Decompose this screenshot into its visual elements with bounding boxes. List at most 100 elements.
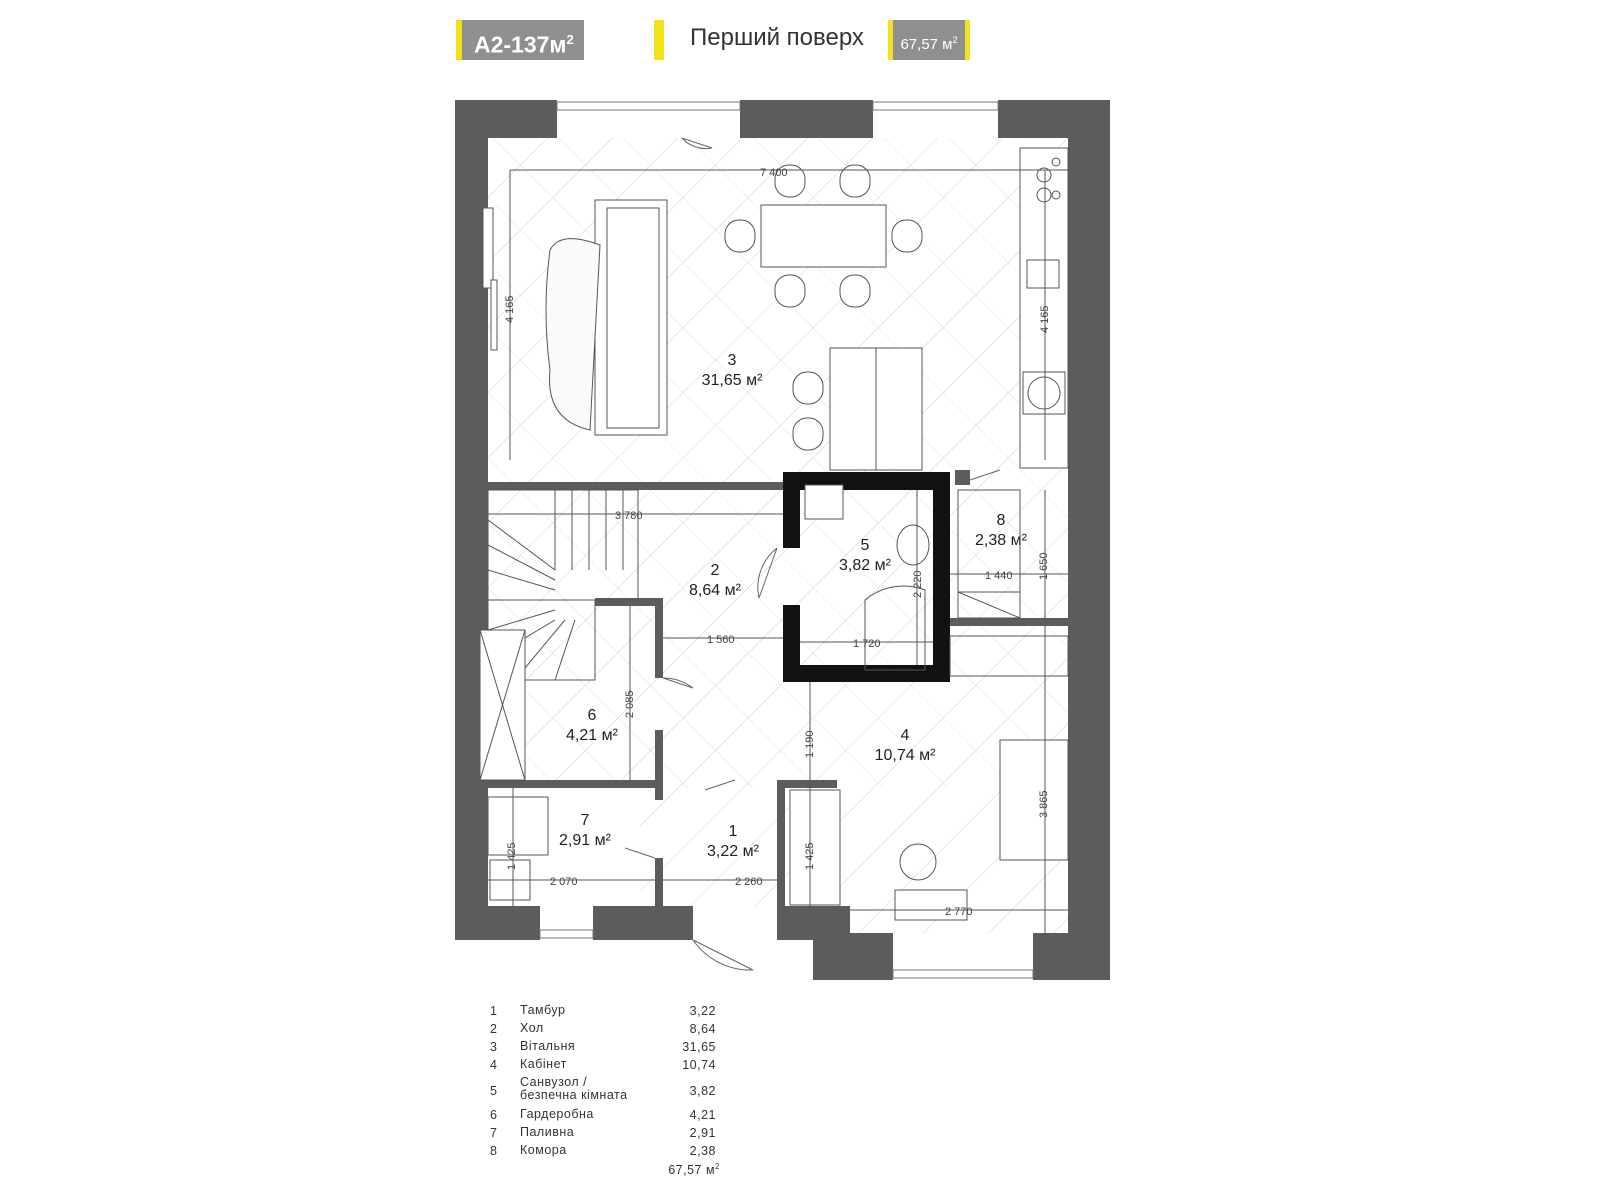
vestibule-closet [789,789,841,906]
wall-bottom-left [455,906,540,940]
wall-wardrobe-right-top [655,598,663,678]
legend-name: Паливна [520,1125,575,1139]
wall-vestibule-top [777,780,837,788]
tv-screen [490,279,498,351]
wall-living-hall [488,482,783,490]
legend-total-value: 67,57 м [668,1163,716,1178]
chair-3 [774,164,806,198]
wall-stub-pantry [955,470,970,485]
legend-total: 67,57 м2 [640,1162,720,1177]
legend-value: 2,91 [689,1126,716,1140]
legend-name: Комора [520,1143,567,1157]
shower [864,585,926,671]
legend-name: Вітальня [520,1039,576,1053]
dim-study-height: 3 865 [1038,790,1050,818]
legend-row-1: 1 Тамбур 3,22 [490,1004,730,1022]
legend-value: 4,21 [689,1108,716,1122]
windows [539,101,1034,979]
bath-sink [804,484,844,520]
interior-walls [488,470,1068,910]
rug [545,238,601,431]
dim-study-width: 2 770 [945,906,973,918]
legend-name: Санвузол / безпечна кімната [520,1075,628,1102]
room-8-area: 2,38 м² [975,532,1028,549]
legend-row-3: 3 Вітальня 31,65 [490,1040,730,1058]
room-3-number: 3 [728,352,737,369]
floor-area-badge: 67,57 м2 [888,20,970,60]
legend-num: 3 [490,1040,498,1054]
yellow-marker [654,20,664,60]
legend-row-8: 8 Комора 2,38 [490,1144,730,1162]
plan-header: А2-137м2 Перший поверх 67,57 м2 [0,0,1600,90]
door-entrance [692,939,754,971]
dim-living-width: 7 400 [760,167,788,179]
toilet [896,524,930,566]
room-legend: 1 Тамбур 3,22 2 Хол 8,64 3 Вітальня 31,6… [490,1004,730,1180]
kitchen-counter [1019,147,1069,469]
floor-plan: 7 400 4 165 4 165 3 780 1 560 1 720 2 22… [455,100,1110,980]
study-desk [894,889,968,921]
dim-pantry-width: 1 440 [985,570,1013,582]
dimension-labels: 7 400 4 165 4 165 3 780 1 560 1 720 2 22… [504,167,1051,918]
door-bath [757,547,778,599]
chair-1 [724,219,756,253]
pantry-rack [949,635,1069,677]
room-7-area: 2,91 м² [559,832,612,849]
dim-wardrobe-height: 2 085 [624,690,636,718]
boiler [487,796,549,856]
legend-name: Хол [520,1021,544,1035]
dim-pantry-height: 1 650 [1038,552,1050,580]
dim-bath-height: 2 220 [912,570,924,598]
room-7-number: 7 [581,812,590,829]
room-2-area: 8,64 м² [689,582,742,599]
wall-right [1068,100,1110,980]
dim-hall-to-study: 1 190 [804,730,816,758]
legend-num: 2 [490,1022,498,1036]
chair-6 [839,274,871,308]
legend-row-7: 7 Паливна 2,91 [490,1126,730,1144]
dimension-lines [488,169,1068,933]
wall-bottom-study-b [1033,933,1110,980]
window-top-1 [556,101,741,111]
dim-boiler-width: 2 070 [550,876,578,888]
legend-name: Гардеробна [520,1107,594,1121]
room-8-number: 8 [997,512,1006,529]
room-6-number: 6 [588,707,597,724]
door-pantry [969,469,1001,481]
legend-total-sup: 2 [715,1162,720,1171]
legend-num: 1 [490,1004,498,1018]
chair-4 [839,164,871,198]
legend-value: 2,38 [689,1144,716,1158]
legend-num: 8 [490,1144,498,1158]
floor-area-sup: 2 [952,35,958,45]
sofa [594,199,668,436]
wall-stair-wardrobe [595,598,663,606]
dining-table [760,204,887,268]
wall-bottom-mid [593,906,693,940]
wall-bottom-study-a [813,933,893,980]
legend-value: 3,82 [689,1084,716,1098]
door-wardrobe [662,677,694,689]
legend-row-4: 4 Кабінет 10,74 [490,1058,730,1076]
wall-wardrobe-right-bottom [655,730,663,800]
legend-row-5: 5 Санвузол / безпечна кімната 3,82 [490,1076,730,1108]
project-code: А2-137м [474,31,567,58]
dim-living-right-height: 4 165 [1039,305,1051,333]
legend-num: 4 [490,1058,498,1072]
furniture [479,147,1069,921]
legend-value: 31,65 [682,1040,716,1054]
dim-vestibule-closet: 1 425 [804,842,816,870]
room-1-number: 1 [729,823,738,840]
legend-name: Кабінет [520,1057,567,1071]
legend-total-row: 67,57 м2 [490,1162,730,1180]
project-code-badge: А2-137м2 [456,20,584,60]
legend-name: Тамбур [520,1003,566,1017]
window-bottom-2 [892,969,1034,979]
dim-living-left-height: 4 165 [504,295,516,323]
room-6-area: 4,21 м² [566,727,619,744]
dim-hall-to-bath: 3 780 [615,510,643,522]
doors [624,137,1001,971]
chair-2 [891,219,923,253]
wall-top-middle [740,100,873,138]
window-bottom-1 [539,929,594,939]
